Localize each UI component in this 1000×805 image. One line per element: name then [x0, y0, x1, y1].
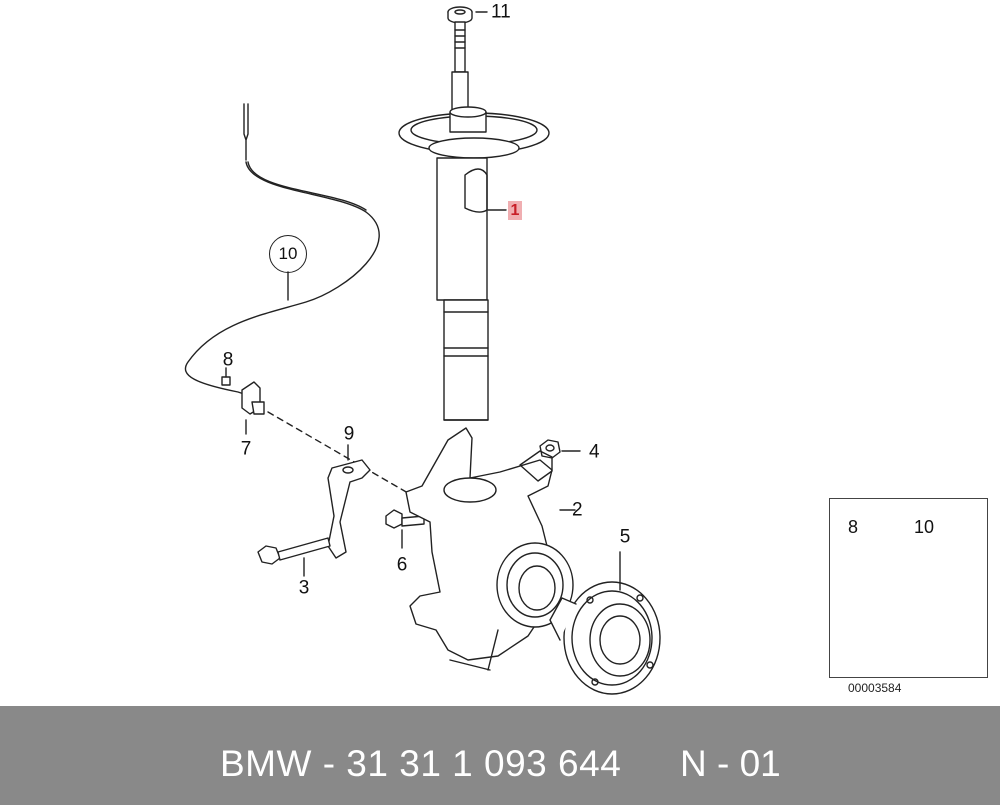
nut [539, 439, 581, 459]
callout-4: 4 [589, 441, 600, 463]
speed-sensor [241, 381, 265, 435]
sensor-cable [184, 103, 380, 398]
callout-11: 11 [491, 1, 511, 23]
callout-8: 8 [222, 349, 234, 371]
sensor-bolt [221, 367, 231, 386]
callout-5: 5 [619, 526, 631, 548]
diagram-reference-number: 00003584 [848, 681, 902, 695]
callout-3: 3 [298, 577, 310, 599]
bolt [385, 509, 425, 549]
part-number-text: BMW - 31 31 1 093 644 [220, 743, 622, 784]
inset-panel [829, 498, 988, 678]
callout-10-circled: 10 [269, 235, 307, 273]
callout-9: 9 [343, 423, 355, 445]
inset-label-10: 10 [914, 517, 935, 537]
top-nut-part [447, 6, 488, 24]
callout-6: 6 [396, 554, 408, 576]
callout-1-highlighted: 1 [508, 201, 522, 220]
callout-2: 2 [572, 499, 583, 521]
callout-7: 7 [240, 438, 252, 460]
exploded-parts-diagram [184, 6, 988, 695]
steering-knuckle [405, 427, 576, 671]
footer-bar: BMW - 31 31 1 093 644 N - 01 [0, 706, 1000, 805]
inset-label-8: 8 [848, 517, 859, 537]
wheel-hub [549, 551, 661, 695]
strut-assembly [398, 21, 550, 421]
page-code-text: N - 01 [680, 743, 781, 784]
long-bolt [257, 537, 331, 577]
bracket [327, 444, 371, 559]
